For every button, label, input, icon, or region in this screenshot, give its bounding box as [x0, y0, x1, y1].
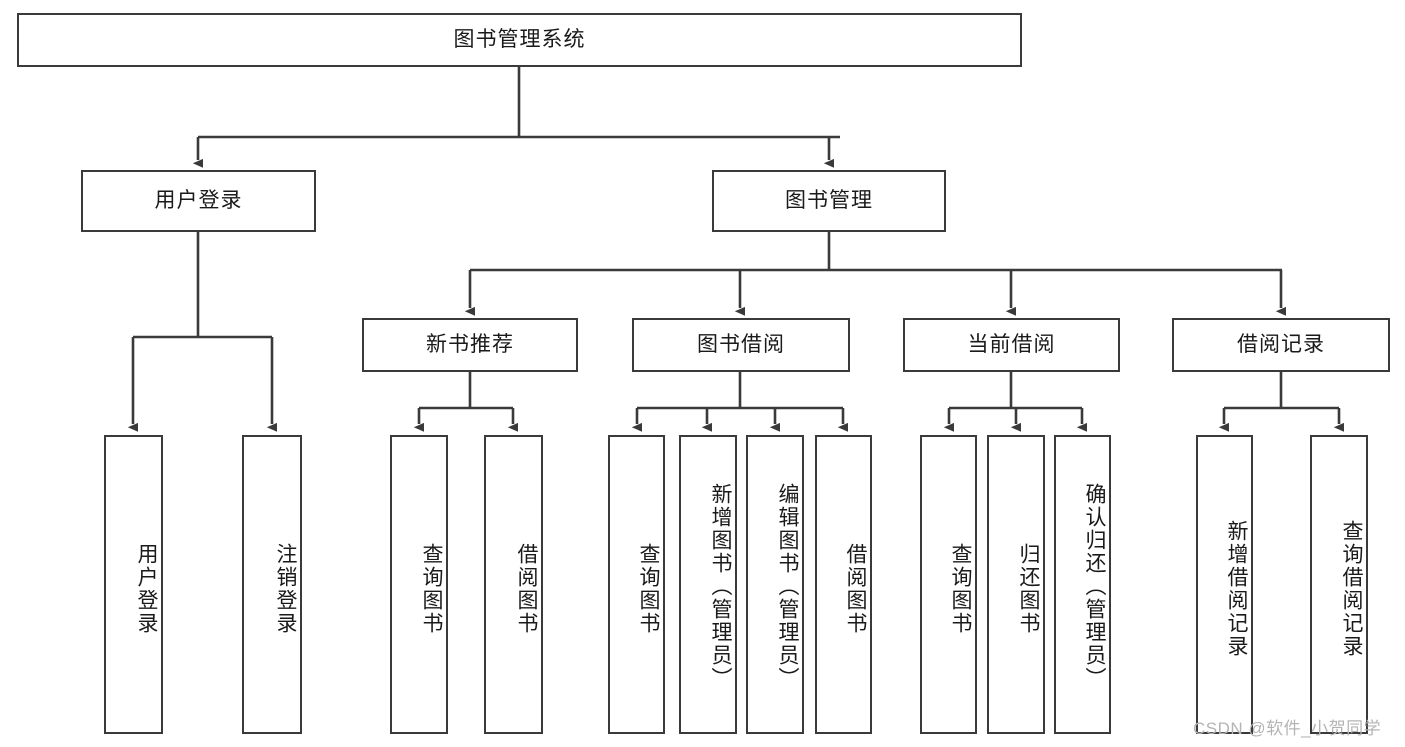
- node-label: 图书借阅: [697, 333, 785, 357]
- node-label: 借阅图书: [844, 542, 867, 635]
- node-label: 用户登录: [154, 189, 243, 213]
- node-label: 编辑图书（管理员）: [776, 483, 799, 690]
- node-label: 注销登录: [274, 542, 297, 635]
- leaf-logout-login[interactable]: 注销登录: [242, 435, 302, 734]
- leaf-return-book[interactable]: 归还图书: [987, 435, 1045, 734]
- node-book-borrow[interactable]: 图书借阅: [632, 318, 850, 372]
- leaf-user-login[interactable]: 用户登录: [104, 435, 163, 734]
- node-new-book-recommend[interactable]: 新书推荐: [362, 318, 578, 372]
- watermark-csdn: CSDN @软件_小贺同学: [1193, 719, 1382, 738]
- node-label: 图书管理: [785, 189, 873, 213]
- node-label: 借阅记录: [1237, 333, 1325, 357]
- leaf-borrow-book-newbook[interactable]: 借阅图书: [484, 435, 543, 734]
- node-root-book-management-system[interactable]: 图书管理系统: [17, 13, 1022, 67]
- node-label: 新增图书（管理员）: [709, 483, 732, 690]
- leaf-add-borrow-record[interactable]: 新增借阅记录: [1196, 435, 1253, 734]
- leaf-confirm-return-admin[interactable]: 确认归还（管理员）: [1054, 435, 1111, 734]
- node-label: 查询借阅记录: [1340, 519, 1363, 658]
- node-borrow-record[interactable]: 借阅记录: [1172, 318, 1390, 372]
- node-label: 图书管理系统: [453, 28, 586, 52]
- leaf-query-book-borrow[interactable]: 查询图书: [608, 435, 665, 734]
- node-user-login[interactable]: 用户登录: [81, 170, 316, 232]
- node-label: 查询图书: [949, 542, 972, 635]
- leaf-borrow-book[interactable]: 借阅图书: [815, 435, 872, 734]
- leaf-query-borrow-record[interactable]: 查询借阅记录: [1310, 435, 1368, 734]
- node-label: 新书推荐: [426, 333, 514, 357]
- node-current-borrow[interactable]: 当前借阅: [903, 318, 1120, 372]
- node-label: 用户登录: [135, 542, 158, 635]
- node-label: 借阅图书: [515, 542, 538, 635]
- leaf-query-book-newbook[interactable]: 查询图书: [390, 435, 448, 734]
- node-label: 查询图书: [420, 542, 443, 635]
- leaf-add-book-admin[interactable]: 新增图书（管理员）: [679, 435, 737, 734]
- node-book-management[interactable]: 图书管理: [712, 170, 946, 232]
- node-label: 当前借阅: [967, 333, 1056, 357]
- node-label: 归还图书: [1017, 542, 1040, 635]
- leaf-edit-book-admin[interactable]: 编辑图书（管理员）: [746, 435, 804, 734]
- leaf-query-book-current[interactable]: 查询图书: [920, 435, 977, 734]
- node-label: 查询图书: [637, 542, 660, 635]
- node-label: 确认归还（管理员）: [1083, 483, 1106, 690]
- node-label: 新增借阅记录: [1225, 519, 1248, 658]
